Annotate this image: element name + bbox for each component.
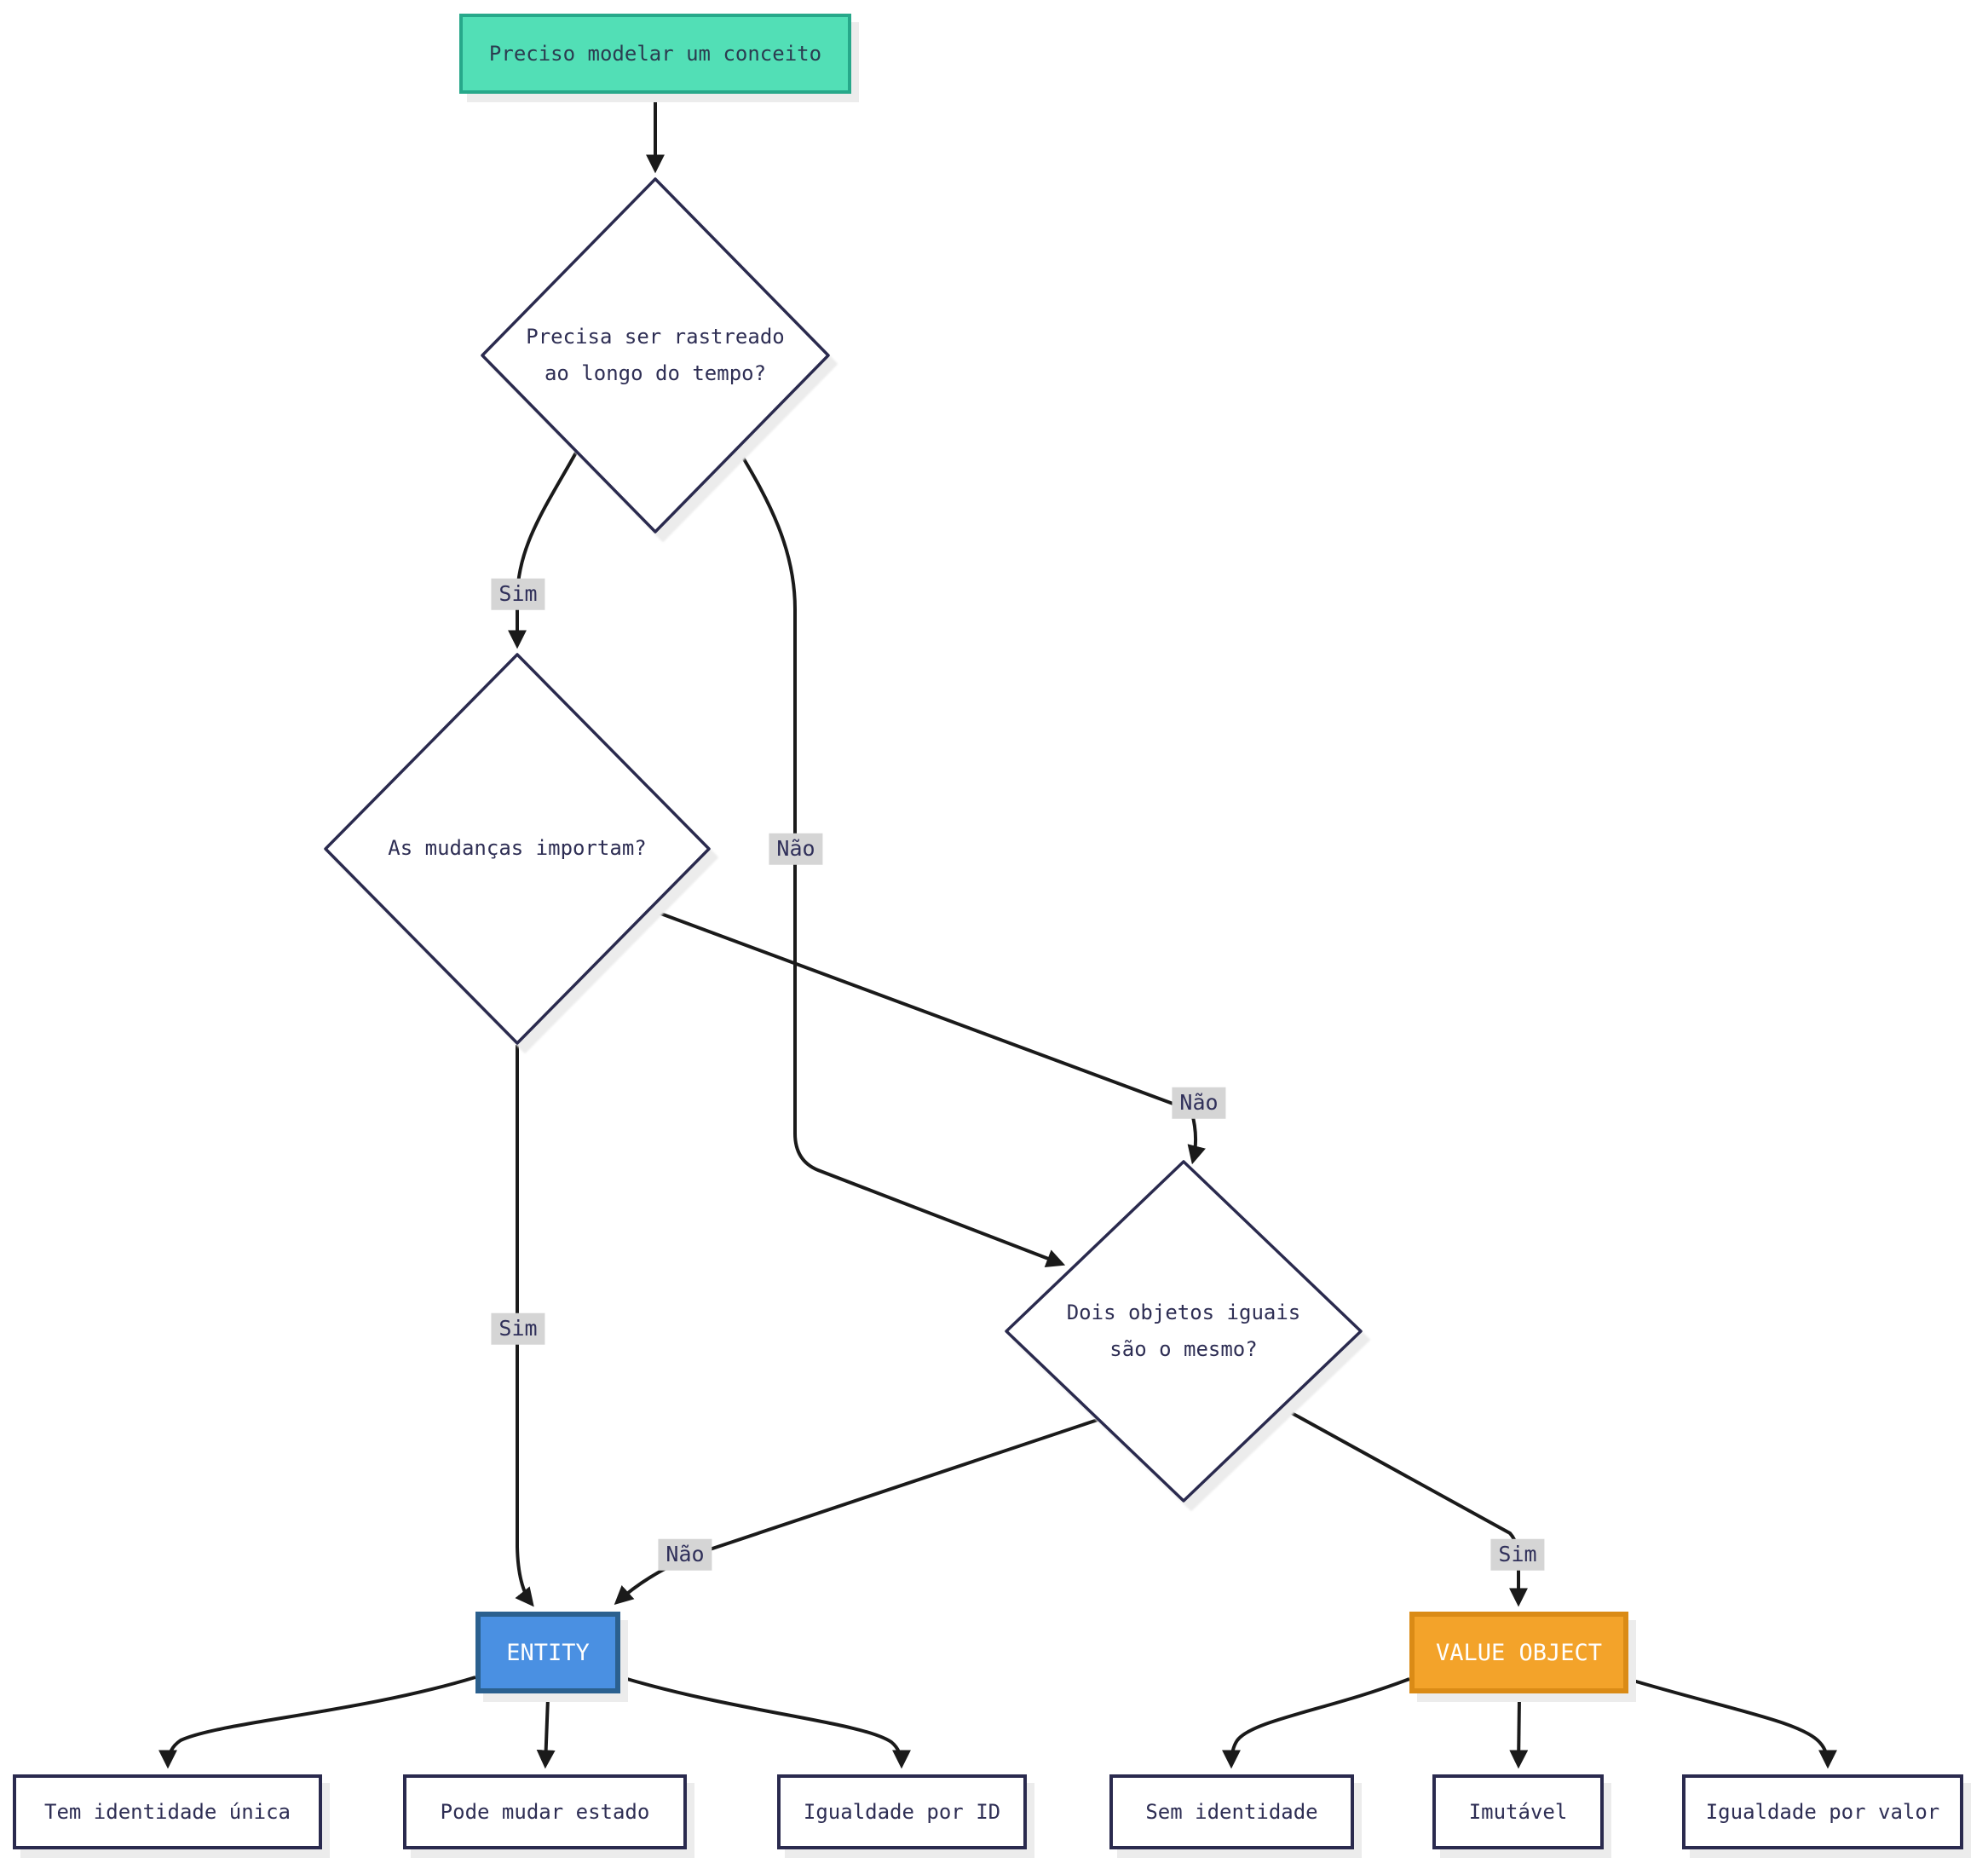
vo-trait-immutable-label: Imutável: [1468, 1800, 1568, 1824]
entity-trait-state-label: Pode mudar estado: [440, 1800, 650, 1824]
edge-label-sim-tracked: Sim: [491, 578, 545, 610]
edge-label-nao-changes: Não: [1172, 1087, 1226, 1119]
edge-label-sim-same: Sim: [1490, 1538, 1545, 1571]
vo-trait-equality-value-box: Igualdade por valor: [1682, 1774, 1963, 1849]
decision-changes-label: As mudanças importam?: [388, 836, 647, 861]
edge-entity-to-trait-equality-id: [620, 1676, 911, 1769]
diamond-shape: [1005, 1160, 1363, 1503]
entity-node-label: ENTITY: [506, 1639, 590, 1666]
edge-changes-nao-to-same: [648, 908, 1206, 1165]
entity-trait-equality-id-label: Igualdade por ID: [803, 1800, 1001, 1824]
value-object-node-label: VALUE OBJECT: [1435, 1639, 1603, 1666]
start-node: Preciso modelar um conceito: [459, 14, 851, 94]
decision-tracked-label: Precisa ser rastreado ao longo do tempo?: [526, 324, 785, 385]
entity-trait-equality-id-box: Igualdade por ID: [777, 1774, 1027, 1849]
edge-label-sim-changes: Sim: [491, 1312, 545, 1345]
entity-trait-state-box: Pode mudar estado: [403, 1774, 687, 1849]
decision-tracked-diamond: Precisa ser rastreado ao longo do tempo?: [481, 177, 830, 534]
edge-changes-sim-to-entity: [515, 1045, 534, 1607]
value-object-node: VALUE OBJECT: [1409, 1612, 1628, 1693]
decision-same-label: Dois objetos iguais são o mesmo?: [1066, 1300, 1301, 1361]
decision-changes-diamond: As mudanças importam?: [324, 653, 711, 1045]
start-node-label: Preciso modelar um conceito: [488, 42, 822, 66]
diamond-shape: [481, 177, 830, 534]
edge-vo-to-trait-no-identity: [1222, 1677, 1410, 1769]
vo-trait-no-identity-label: Sem identidade: [1145, 1800, 1318, 1824]
edge-vo-to-trait-immutable: [1509, 1697, 1529, 1769]
vo-trait-equality-value-label: Igualdade por valor: [1705, 1800, 1940, 1824]
edge-tracked-nao-to-same: [736, 447, 1066, 1267]
vo-trait-no-identity-box: Sem identidade: [1109, 1774, 1354, 1849]
entity-trait-identity-label: Tem identidade única: [44, 1800, 291, 1824]
edge-vo-to-trait-equality-value: [1627, 1677, 1837, 1769]
edge-label-nao-tracked: Não: [769, 833, 823, 865]
edge-entity-to-trait-state: [536, 1697, 556, 1769]
entity-trait-identity-box: Tem identidade única: [13, 1774, 322, 1849]
decision-same-diamond: Dois objetos iguais são o mesmo?: [1005, 1160, 1363, 1503]
vo-trait-immutable-box: Imutável: [1432, 1774, 1604, 1849]
diamond-shape: [324, 653, 711, 1045]
entity-node: ENTITY: [475, 1612, 620, 1693]
edge-entity-to-trait-identity: [158, 1676, 476, 1769]
edge-label-nao-same: Não: [658, 1538, 712, 1571]
